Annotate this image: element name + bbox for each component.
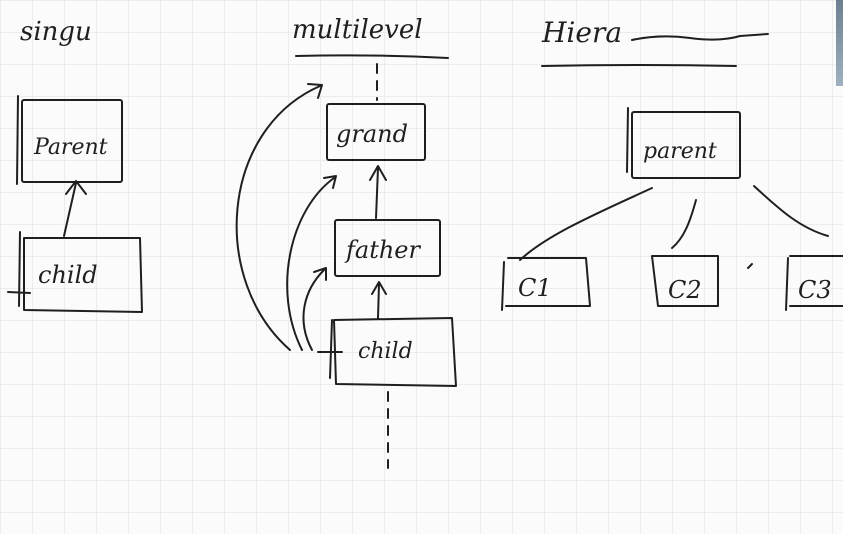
hierarchical-parent-rect — [631, 111, 741, 179]
c1-left-mark — [501, 261, 505, 311]
hierarchical-parent-box: parent — [626, 107, 741, 179]
pen-dot — [747, 263, 753, 269]
grand-label: grand — [336, 120, 408, 148]
hierarchical-inheritance-section: Hiera parent C1 C2 — [501, 16, 843, 311]
single-child-label: child — [38, 261, 98, 289]
single-parent-box: Parent — [16, 95, 123, 185]
single-arrow — [63, 180, 87, 237]
single-title: singu — [20, 17, 92, 47]
c3-box: C3 — [785, 255, 843, 311]
c2-rect — [651, 255, 719, 307]
single-parent-label: Parent — [33, 135, 108, 160]
father-box: father — [334, 219, 441, 277]
single-parent-rect — [21, 99, 123, 183]
single-child-box: child — [7, 231, 143, 313]
multilevel-title: multilevel — [292, 15, 423, 45]
grand-rect — [326, 103, 426, 161]
single-inheritance-section: singu Parent child — [7, 17, 143, 313]
parent-to-c2-line — [671, 199, 697, 249]
hierarchical-title-scribble — [631, 33, 769, 41]
father-rect — [334, 219, 441, 277]
c3-rect — [789, 255, 843, 307]
single-child-left-mark — [7, 231, 31, 307]
c3-left-mark — [785, 257, 789, 311]
parent-to-c3-line — [753, 185, 829, 237]
c1-rect — [505, 257, 591, 307]
multilevel-inheritance-section: multilevel grand father child — [235, 15, 457, 469]
hierarchical-title: Hiera — [541, 16, 622, 49]
hierarchical-title-underline — [541, 64, 737, 67]
window-edge-strip — [836, 0, 843, 86]
hierarchical-parent-left-mark — [626, 107, 629, 173]
multilevel-child-left-mark — [317, 319, 343, 379]
multilevel-title-underline — [295, 54, 449, 59]
single-child-rect — [23, 237, 143, 313]
c1-label: C1 — [518, 274, 552, 302]
single-parent-left-mark — [16, 95, 19, 185]
child-to-father-curved-arrow — [302, 267, 327, 351]
c1-box: C1 — [501, 257, 591, 311]
child-to-grand-long-arrow — [235, 83, 323, 351]
multilevel-child-rect — [333, 317, 457, 387]
child-to-father-arrow — [371, 281, 387, 319]
c2-box: C2 — [651, 255, 719, 307]
father-label: father — [344, 236, 421, 264]
child-to-grand-arrow — [286, 175, 337, 351]
multilevel-child-label: child — [358, 339, 413, 364]
multilevel-child-box: child — [317, 317, 457, 387]
c2-label: C2 — [668, 276, 702, 304]
father-to-grand-arrow — [369, 165, 387, 219]
hierarchical-parent-label: parent — [643, 139, 717, 164]
c3-label: C3 — [798, 276, 832, 304]
parent-to-c1-line — [519, 187, 653, 261]
grand-box: grand — [326, 103, 426, 161]
